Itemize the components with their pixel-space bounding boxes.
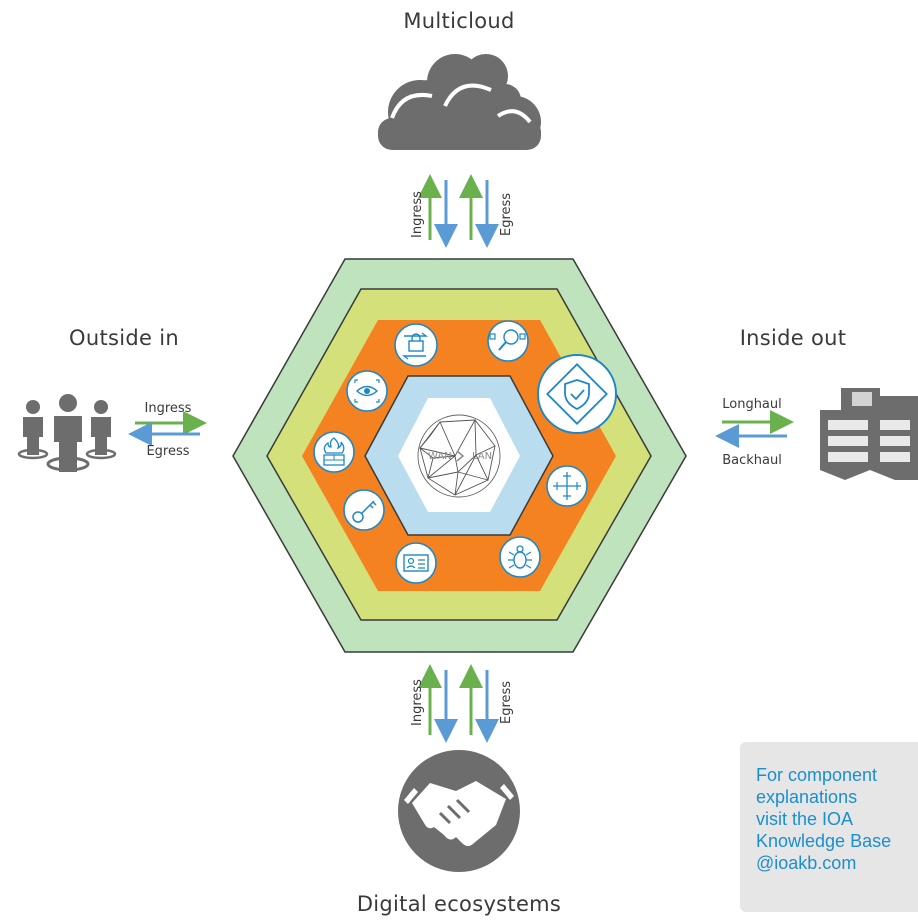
note-line-1: For component: [756, 765, 878, 785]
right-backhaul-label: Backhaul: [722, 453, 782, 468]
left-egress-label: Egress: [146, 444, 189, 459]
shield-check-icon: [537, 354, 617, 434]
note-line-2: explanations: [756, 787, 858, 807]
cloud-icon: [378, 54, 541, 150]
note-line-3: visit the IOA: [756, 809, 854, 829]
bottom-flow-arrows: [418, 664, 499, 743]
bottom-egress-label: Egress: [499, 681, 514, 724]
note-line-4: Knowledge Base: [756, 831, 892, 851]
top-ingress-label: Ingress: [410, 191, 425, 238]
bottom-ingress-label: Ingress: [410, 679, 425, 726]
building-icon: [820, 388, 918, 480]
wan-label: WAN: [428, 451, 452, 462]
people-icon: [17, 394, 117, 472]
inside-out-label: Inside out: [740, 326, 847, 350]
left-ingress-label: Ingress: [145, 401, 192, 416]
outside-in-label: Outside in: [69, 326, 179, 350]
note-link[interactable]: @ioakb.com: [756, 853, 857, 873]
top-flow-arrows: [418, 174, 499, 248]
wan-lan-arrow-icon: [456, 450, 465, 462]
key-icon: [343, 489, 385, 531]
info-note: For component explanations visit the IOA…: [740, 742, 918, 912]
firewall-icon: [313, 431, 355, 473]
lock-transfer-icon: [394, 323, 438, 367]
search-node-icon: [487, 320, 529, 362]
multicloud-label: Multicloud: [403, 9, 514, 33]
target-icon: [546, 465, 588, 507]
id-card-icon: [395, 542, 437, 584]
lan-label: LAN: [472, 451, 492, 462]
digital-ecosystems-label: Digital ecosystems: [357, 892, 561, 916]
right-longhaul-label: Longhaul: [722, 397, 782, 412]
top-egress-label: Egress: [499, 193, 514, 236]
eye-scan-icon: [346, 370, 388, 412]
bug-icon: [499, 536, 541, 578]
handshake-icon: [398, 750, 520, 872]
network-sphere-icon: [417, 414, 501, 498]
